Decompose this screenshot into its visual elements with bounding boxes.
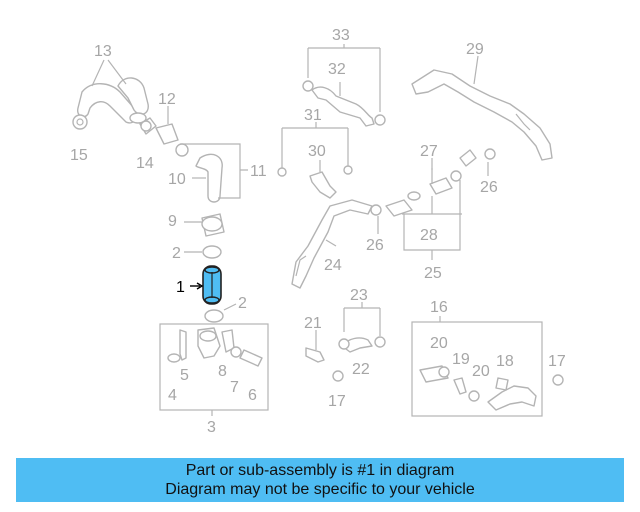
part-26-clamp-mid <box>370 204 382 234</box>
callout-23: 23 <box>350 287 368 304</box>
callout-20-right: 20 <box>472 363 490 380</box>
part-10-hose <box>192 153 223 203</box>
part-1-hose-highlighted <box>190 265 222 305</box>
callout-30: 30 <box>308 143 326 160</box>
part-29-pipe <box>411 55 553 161</box>
callout-2-lower: 2 <box>238 295 247 312</box>
part-24-coolant-pipe <box>291 199 373 289</box>
part-32-pipe <box>302 80 386 127</box>
callout-27: 27 <box>420 143 438 160</box>
callout-26-right: 26 <box>480 179 498 196</box>
callout-3: 3 <box>207 419 216 436</box>
caption-line-1: Part or sub-assembly is #1 in diagram <box>185 462 455 479</box>
callout-31: 31 <box>304 107 322 124</box>
callout-24: 24 <box>324 257 342 274</box>
callout-11: 11 <box>250 163 267 180</box>
callout-29: 29 <box>466 41 484 58</box>
callout-1: 1 <box>176 279 185 296</box>
callout-20-left: 20 <box>430 335 448 352</box>
part-28-hoses <box>385 148 496 217</box>
part-2-upper-clamp <box>184 245 222 259</box>
callout-5: 5 <box>180 367 189 384</box>
callout-12: 12 <box>158 91 176 108</box>
callout-33: 33 <box>332 27 350 44</box>
callout-16: 16 <box>430 299 448 316</box>
part-30-hose <box>277 160 353 199</box>
callout-19: 19 <box>452 351 470 368</box>
callout-7: 7 <box>230 379 239 396</box>
part-15-clamp <box>72 114 88 130</box>
bracket-31 <box>281 122 349 168</box>
callout-28: 28 <box>420 227 438 244</box>
part-17-clamp-mid <box>332 370 344 382</box>
callout-21: 21 <box>304 315 322 332</box>
bracket-23 <box>343 302 381 336</box>
callout-10: 10 <box>168 171 186 188</box>
callout-26-mid: 26 <box>366 237 384 254</box>
callout-4: 4 <box>168 387 177 404</box>
callout-13: 13 <box>94 43 112 60</box>
part-2-lower-clamp <box>204 303 237 323</box>
caption-banner: Part or sub-assembly is #1 in diagram Di… <box>16 458 624 502</box>
callout-32: 32 <box>328 61 346 78</box>
assembly-16-box <box>411 316 543 417</box>
part-14-sensor <box>139 117 157 135</box>
part-17-clamp-right <box>552 374 564 386</box>
bracket-33 <box>307 44 381 112</box>
callout-9: 9 <box>168 213 177 230</box>
callout-18: 18 <box>496 353 514 370</box>
callout-17-right: 17 <box>548 353 566 370</box>
bracket-11 <box>180 143 248 199</box>
part-12-fitting <box>155 106 189 157</box>
part-21-sensor <box>305 330 325 363</box>
assembly-3-box <box>159 323 269 416</box>
callout-15: 15 <box>70 147 88 164</box>
part-22-hose <box>338 336 386 353</box>
callout-6: 6 <box>248 387 257 404</box>
callout-2-upper: 2 <box>172 245 181 262</box>
caption-line-2: Diagram may not be specific to your vehi… <box>165 481 475 498</box>
part-13-upper-hoses <box>76 59 149 124</box>
callout-25: 25 <box>424 265 442 282</box>
callout-14: 14 <box>136 155 154 172</box>
callout-17-mid: 17 <box>328 393 346 410</box>
part-9-thermostat-housing <box>184 213 225 237</box>
callout-22: 22 <box>352 361 370 378</box>
callout-8: 8 <box>218 363 227 380</box>
